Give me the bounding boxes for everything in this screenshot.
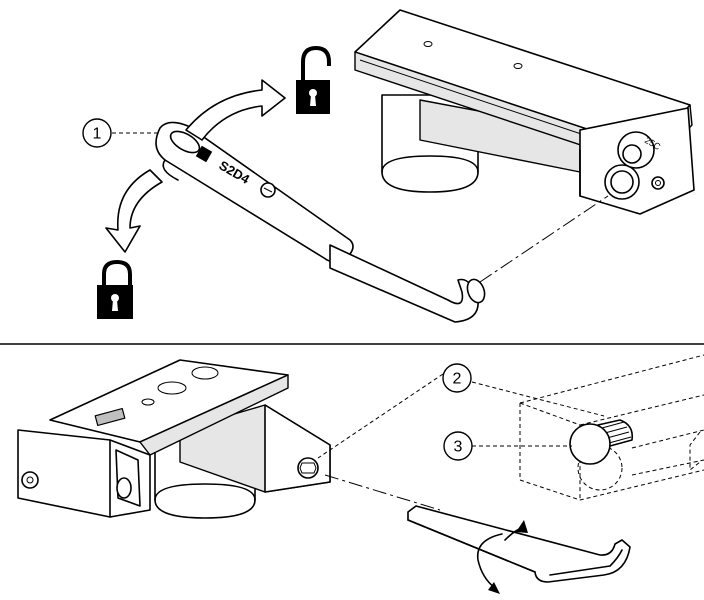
callout-1-label: 1 [93, 126, 102, 143]
mounting-base-top: 25C [354, 9, 695, 215]
alignment-line-top [479, 195, 609, 283]
padlock-open-icon [296, 45, 331, 114]
lever-handle: S2D4 [155, 121, 486, 323]
callout-3: 3 [443, 431, 572, 461]
set-screw [569, 419, 634, 465]
detail-housing-ghost [519, 354, 704, 501]
mounting-base-bottom [17, 359, 331, 519]
rotate-arrow-icon [476, 520, 528, 594]
callout-2-label: 2 [453, 371, 462, 388]
bottom-panel: 2 3 [17, 354, 704, 594]
alignment-line-bottom [324, 474, 441, 511]
rotate-arrow-icon [105, 79, 286, 253]
top-panel: 25C S2D4 1 [82, 9, 695, 323]
callout-2: 2 [317, 363, 605, 459]
callout-3-label: 3 [454, 439, 463, 456]
callout-1: 1 [82, 118, 158, 148]
hex-key [407, 505, 631, 583]
padlock-closed-icon [97, 259, 133, 319]
